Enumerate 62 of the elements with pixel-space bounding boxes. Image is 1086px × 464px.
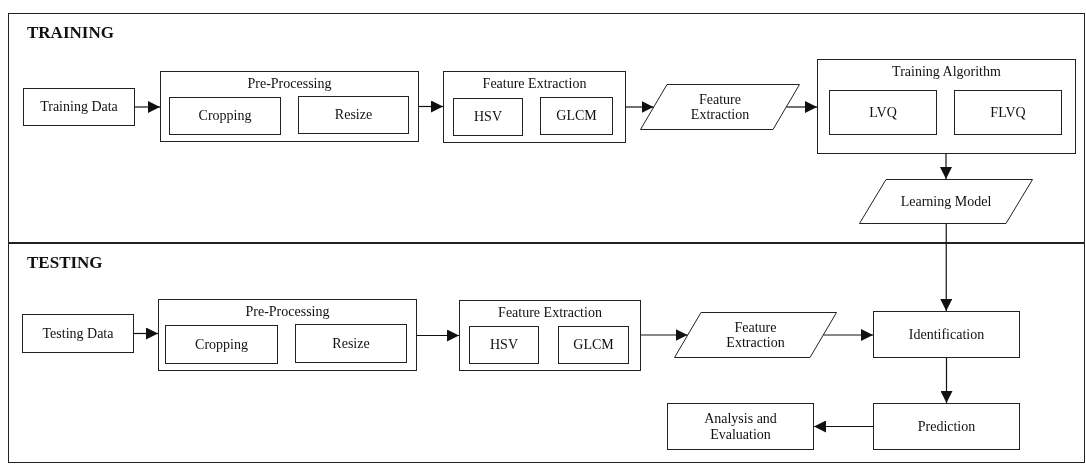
process-box [558, 326, 629, 364]
node-label: Feature Extraction [725, 319, 786, 351]
process-box [873, 311, 1020, 358]
group-heading: Pre-Processing [246, 76, 333, 92]
process-box [829, 90, 937, 135]
node-label: LVQ [869, 104, 897, 121]
section-panel [8, 243, 1085, 463]
arrow [822, 329, 874, 341]
section-heading: TESTING [27, 254, 103, 273]
arrow [134, 101, 161, 113]
arrow [416, 329, 460, 342]
node-label: Resize [334, 107, 373, 123]
arrow [940, 223, 953, 312]
node-label: Identification [908, 326, 985, 343]
node-label: Testing Data [42, 325, 114, 342]
group-heading: Feature Extraction [497, 305, 603, 321]
node-label: Training Data [40, 99, 118, 115]
process-box [453, 98, 523, 136]
node-label: GLCM [573, 337, 614, 353]
group-box [443, 71, 626, 143]
node-label: FLVQ [990, 104, 1026, 121]
node-label: HSV [474, 109, 502, 125]
data-parallelogram [674, 312, 837, 358]
arrow [940, 153, 952, 180]
node-label: Cropping [198, 108, 252, 124]
node-label: Prediction [917, 418, 976, 435]
section-panel [8, 13, 1085, 243]
process-box [165, 325, 278, 364]
arrow [418, 100, 444, 113]
group-box [160, 71, 419, 142]
data-parallelogram [640, 84, 800, 130]
group-box [817, 59, 1076, 154]
arrow [785, 101, 818, 113]
group-box [459, 300, 641, 371]
node-label: Learning Model [900, 193, 992, 210]
node-label: Feature Extraction [689, 91, 751, 123]
arrow [133, 327, 159, 340]
arrow [813, 420, 874, 433]
process-box [23, 88, 135, 126]
arrow [640, 329, 689, 341]
arrow [625, 101, 655, 113]
process-box [873, 403, 1020, 450]
group-box [158, 299, 417, 371]
node-label: Resize [332, 335, 370, 352]
process-box [169, 97, 281, 135]
process-box [540, 97, 613, 135]
process-box [667, 403, 814, 450]
arrow [940, 357, 953, 404]
node-label: Analysis and Evaluation [703, 411, 778, 442]
section-heading: TRAINING [27, 24, 114, 43]
data-parallelogram [859, 179, 1033, 224]
node-label: Cropping [195, 336, 248, 353]
node-label: HSV [490, 337, 518, 353]
group-heading: Feature Extraction [481, 76, 588, 92]
group-heading: Pre-Processing [244, 304, 331, 320]
process-box [298, 96, 409, 134]
process-box [954, 90, 1062, 135]
process-box [469, 326, 539, 364]
process-box [22, 314, 134, 353]
node-label: GLCM [556, 108, 597, 124]
group-heading: Training Algorithm [891, 64, 1002, 80]
process-box [295, 324, 407, 363]
